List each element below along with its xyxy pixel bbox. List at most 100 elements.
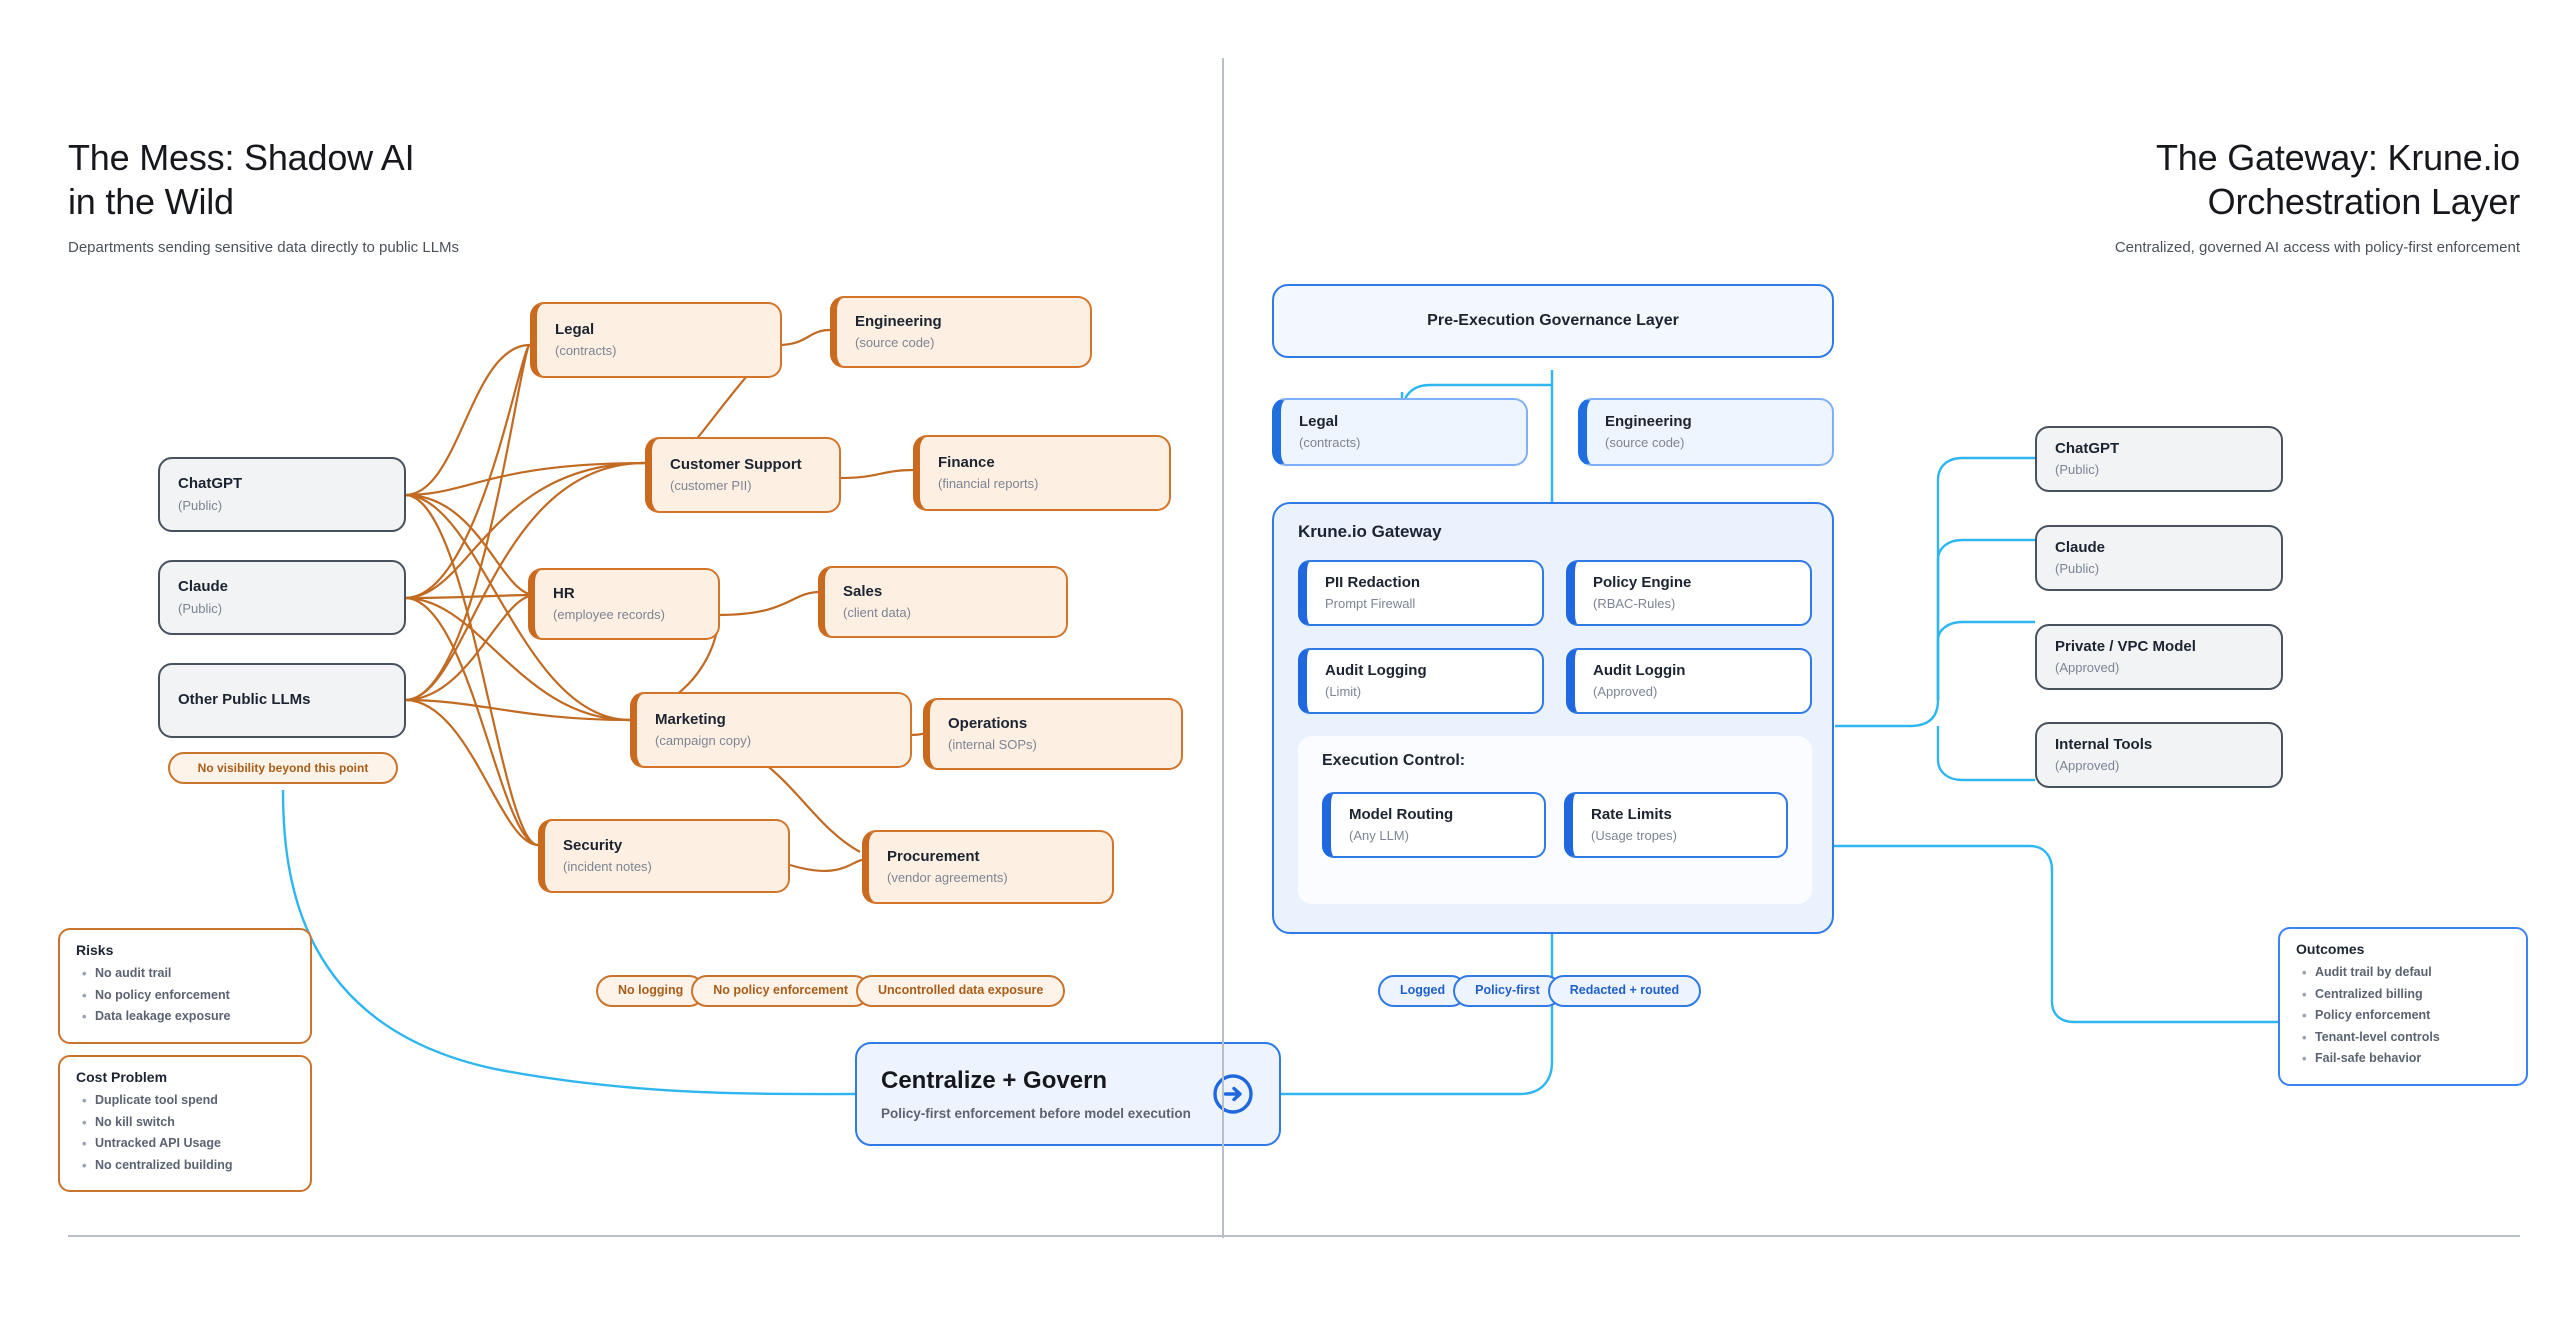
list-item: Tenant-level controls [2302,1027,2510,1049]
llm-node-claude[interactable]: Claude (Public) [158,560,406,635]
model-node-title: Internal Tools [2055,735,2153,753]
status-pill: Uncontrolled data exposure [856,975,1066,1007]
cost-problem-card: Cost Problem Duplicate tool spend No kil… [58,1055,312,1192]
cost-problem-list: Duplicate tool spend No kill switch Untr… [76,1090,294,1176]
list-item: Data leakage exposure [82,1006,294,1028]
cta-title: Centralize + Govern [881,1066,1108,1094]
left-panel-title: The Mess: Shadow AI in the Wild [68,137,415,222]
dept-node-title: Engineering [1605,412,1692,430]
right-dept-node-engineering[interactable]: Engineering (source code) [1578,398,1834,466]
module-title: PII Redaction [1325,573,1421,591]
risks-list: No audit trail No policy enforcement Dat… [76,963,294,1028]
dept-node-tag: (financial reports) [938,476,1039,492]
dept-node-title: Operations [948,714,1028,732]
llm-node-title: Claude [178,578,229,595]
vertical-divider [1222,58,1224,1238]
exec-module-model-routing[interactable]: Model Routing (Any LLM) [1322,792,1546,858]
exec-module-rate-limits[interactable]: Rate Limits (Usage tropes) [1564,792,1788,858]
dept-node-title: Procurement [887,847,980,865]
dept-node-engineering[interactable]: Engineering (source code) [830,296,1092,368]
dept-node-title: HR [553,584,575,602]
llm-node-title: Other Public LLMs [178,691,311,709]
module-tag: (Limit) [1325,684,1362,700]
dept-node-finance[interactable]: Finance (financial reports) [913,435,1171,511]
execution-control-title: Execution Control: [1322,752,1466,769]
outcomes-card: Outcomes Audit trail by defaul Centraliz… [2278,927,2528,1086]
dept-node-legal[interactable]: Legal (contracts) [530,302,782,378]
dept-node-tag: (source code) [1605,435,1685,451]
dept-node-sales[interactable]: Sales (client data) [818,566,1068,638]
left-status-pills: No logging No policy enforcement Uncontr… [596,975,1066,1007]
status-pill: Redacted + routed [1547,975,1702,1007]
dept-node-tag: (campaign copy) [655,733,752,749]
left-panel-subtitle: Departments sending sensitive data direc… [68,239,460,256]
module-title: Model Routing [1349,805,1454,823]
dept-node-security[interactable]: Security (incident notes) [538,819,790,893]
dept-node-title: Legal [1299,412,1339,430]
dept-node-title: Sales [843,582,883,600]
risks-card-heading: Risks [76,942,114,958]
gateway-title: Krune.io Gateway [1298,522,1442,541]
module-tag: (Usage tropes) [1591,828,1677,844]
outcomes-heading: Outcomes [2296,941,2365,957]
right-dept-node-legal[interactable]: Legal (contracts) [1272,398,1528,466]
krune-gateway-panel: Krune.io Gateway PII Redaction Prompt Fi… [1272,502,1834,934]
dept-node-marketing[interactable]: Marketing (campaign copy) [630,692,912,768]
llm-node-chatgpt[interactable]: ChatGPT (Public) [158,457,406,532]
gateway-module-audit-loggin[interactable]: Audit Loggin (Approved) [1566,648,1812,714]
cta-subtitle: Policy-first enforcement before model ex… [881,1106,1191,1122]
pre-execution-governance-layer[interactable]: Pre-Execution Governance Layer [1272,284,1834,358]
dept-node-operations[interactable]: Operations (internal SOPs) [923,698,1183,770]
model-node-chatgpt[interactable]: ChatGPT (Public) [2035,426,2283,492]
llm-node-title: ChatGPT [178,475,243,492]
model-node-tag: (Approved) [2055,660,2120,676]
list-item: No centralized building [82,1155,294,1177]
dept-node-procurement[interactable]: Procurement (vendor agreements) [862,830,1114,904]
dept-node-tag: (contracts) [555,343,617,359]
model-node-tag: (Public) [2055,462,2100,478]
dept-node-title: Legal [555,320,595,338]
right-status-pills: Logged Policy-first Redacted + routed [1378,975,1702,1007]
list-item: Policy enforcement [2302,1005,2510,1027]
centralize-govern-banner[interactable]: Centralize + Govern Policy-first enforce… [855,1042,1281,1146]
status-pill: No logging [596,975,706,1007]
model-node-private-vpc[interactable]: Private / VPC Model (Approved) [2035,624,2283,690]
model-node-claude[interactable]: Claude (Public) [2035,525,2283,591]
model-node-internal-tools[interactable]: Internal Tools (Approved) [2035,722,2283,788]
module-tag: (Approved) [1593,684,1658,700]
dept-node-tag: (employee records) [553,607,665,623]
outcomes-list: Audit trail by defaul Centralized billin… [2296,962,2510,1070]
dept-node-tag: (internal SOPs) [948,737,1037,753]
dept-node-hr[interactable]: HR (employee records) [528,568,720,640]
right-panel-subtitle: Centralized, governed AI access with pol… [2114,239,2520,256]
dept-node-tag: (vendor agreements) [887,870,1008,886]
module-tag: (Any LLM) [1349,828,1409,844]
governance-layer-label: Pre-Execution Governance Layer [1427,312,1679,329]
module-title: Audit Logging [1325,661,1427,679]
horizontal-divider [68,1235,2520,1237]
dept-node-tag: (incident notes) [563,859,652,875]
dept-node-tag: (client data) [843,605,911,621]
llm-node-tag: (Public) [178,600,223,616]
list-item: Duplicate tool spend [82,1090,294,1112]
dept-node-tag: (contracts) [1299,435,1361,451]
right-panel-title: The Gateway: Krune.io Orchestration Laye… [2156,137,2520,222]
gateway-module-policy-engine[interactable]: Policy Engine (RBAC-Rules) [1566,560,1812,626]
dept-node-title: Marketing [655,710,726,728]
model-node-tag: (Approved) [2055,758,2120,774]
status-pill: No policy enforcement [691,975,871,1007]
module-tag: (RBAC-Rules) [1593,596,1676,612]
llm-node-other-public-llms[interactable]: Other Public LLMs [158,663,406,738]
dept-node-title: Finance [938,453,995,471]
dept-node-title: Customer Support [670,455,802,473]
module-title: Rate Limits [1591,805,1672,823]
gateway-module-audit-logging[interactable]: Audit Logging (Limit) [1298,648,1544,714]
execution-control-panel: Execution Control: Model Routing (Any LL… [1298,736,1812,904]
gateway-module-pii-redaction[interactable]: PII Redaction Prompt Firewall [1298,560,1544,626]
model-node-title: ChatGPT [2055,439,2120,457]
list-item: No audit trail [82,963,294,985]
no-visibility-badge: No visibility beyond this point [168,752,398,784]
dept-node-customer-support[interactable]: Customer Support (customer PII) [645,437,841,513]
arrow-right-circle-icon[interactable] [1211,1072,1255,1116]
